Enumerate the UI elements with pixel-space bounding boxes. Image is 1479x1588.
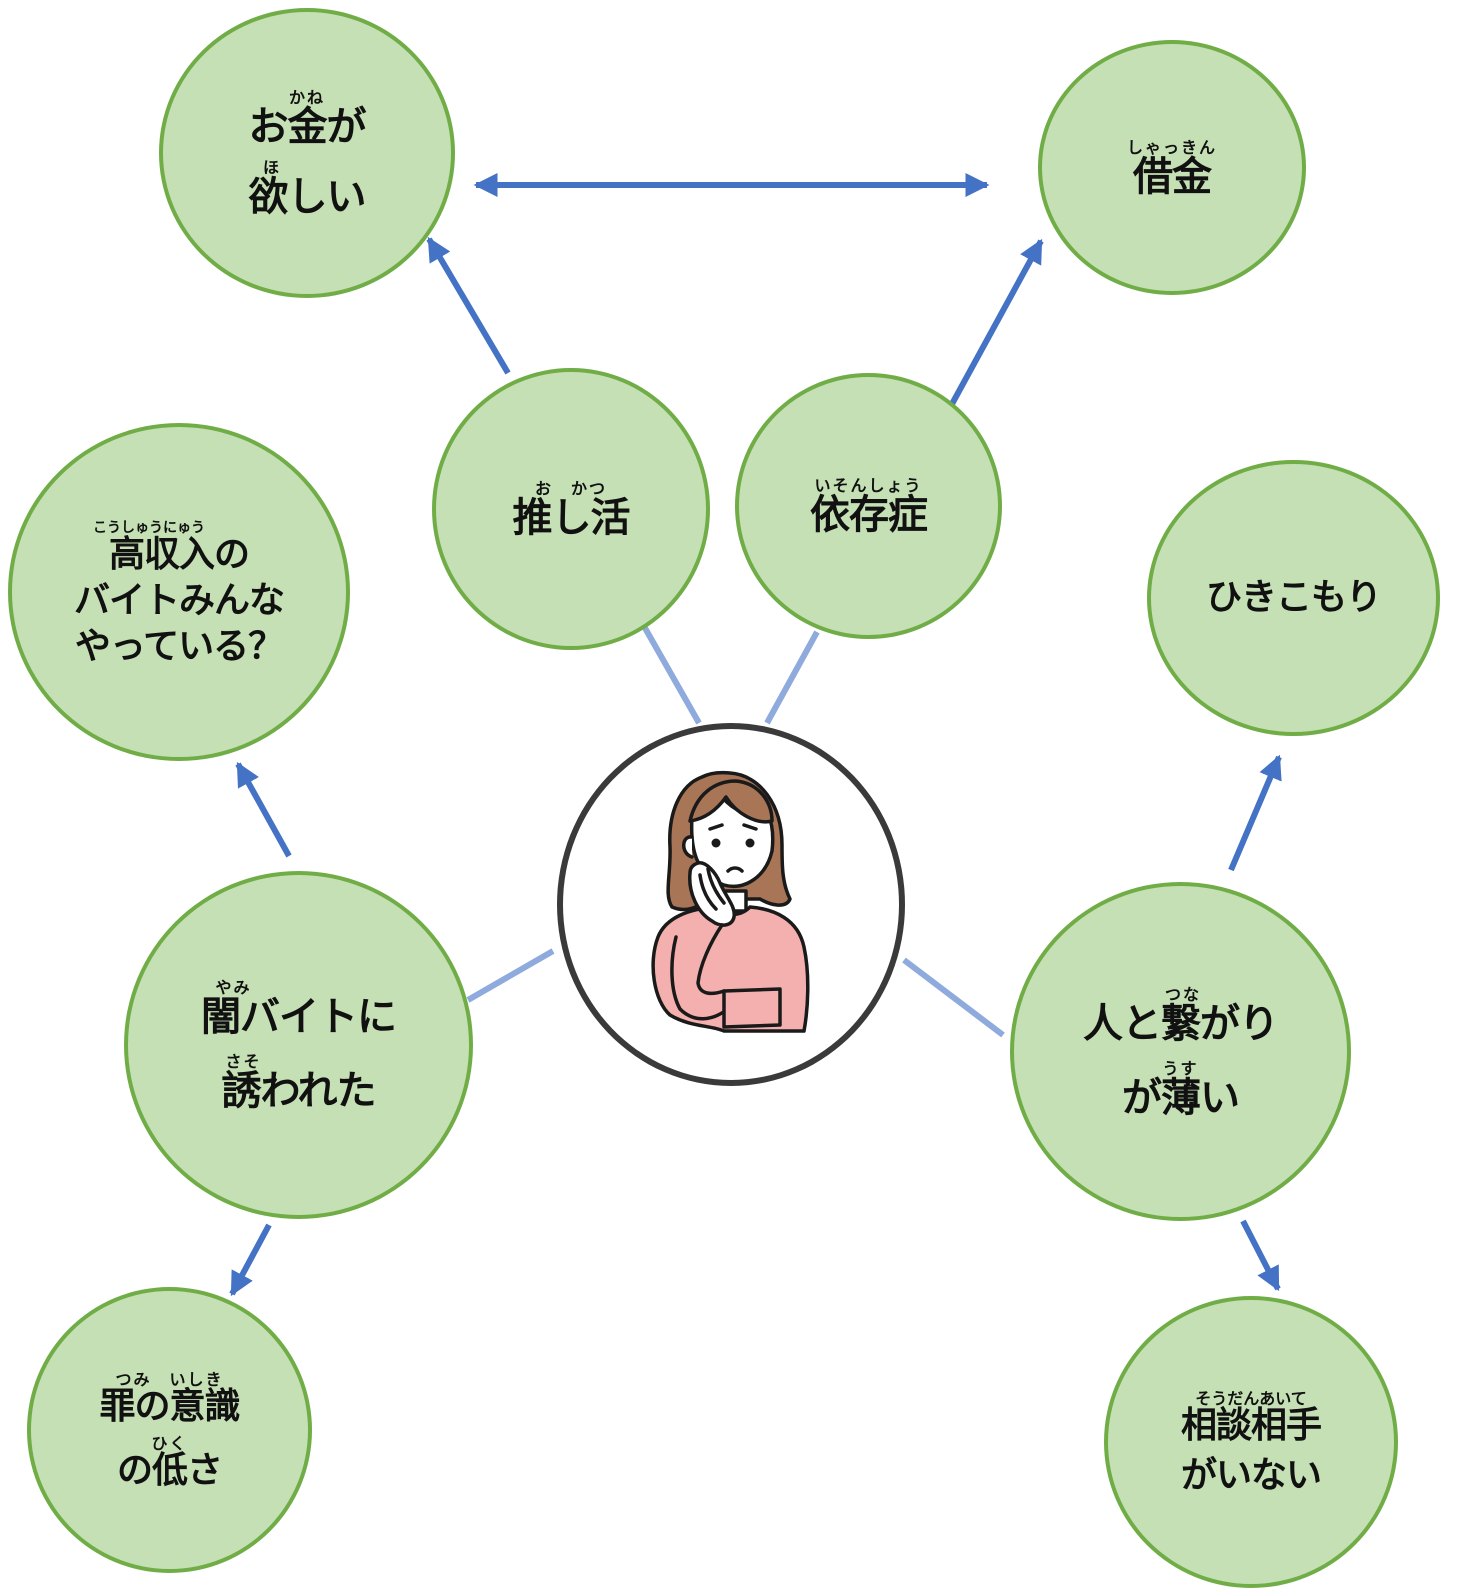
- ruby: しゃっきん: [1126, 137, 1217, 157]
- node-label-line: 借金: [1133, 153, 1212, 200]
- node-dependence: いそんしょう 依存症: [735, 373, 1002, 639]
- node-low-guilt: つみ いしき 罪の意識 ひく の低さ: [27, 1287, 312, 1573]
- ruby: お かつ: [534, 479, 607, 498]
- node-label-line: 推し活: [512, 495, 631, 541]
- node-want-money: かね お金が ほ 欲しい: [159, 8, 455, 298]
- ruby: こうしゅうにゅう: [93, 520, 205, 536]
- node-label-line: ひきこもり: [1205, 577, 1382, 618]
- node-label-line: 高収入の: [108, 534, 250, 575]
- node-label-line: が薄い: [1122, 1074, 1240, 1121]
- ruby: やみ: [215, 978, 252, 997]
- node-label-line: 人と繋がり: [1083, 1000, 1279, 1047]
- node-no-one-to-talk: そうだんあいて 相談相手 がいない: [1104, 1296, 1398, 1588]
- connector-center-dependence: [764, 630, 820, 725]
- ruby: いそんしょう: [814, 476, 923, 495]
- node-debt: しゃっきん 借金: [1038, 40, 1306, 295]
- node-label-line: やっている？: [74, 626, 284, 667]
- node-label-line: バイトみんな: [73, 580, 285, 621]
- node-label-line: 欲しい: [248, 174, 367, 220]
- node-hikikomori: ひきこもり: [1147, 460, 1440, 736]
- node-yami-baito: やみ 闇バイトに さそ 誘われた: [124, 871, 473, 1219]
- ruby: さそ: [225, 1052, 262, 1071]
- arrow-yami-baito-low-guilt: [229, 1223, 272, 1297]
- node-label-line: 誘われた: [221, 1068, 377, 1114]
- ruby: かね: [288, 88, 325, 107]
- ruby: つな: [1164, 984, 1201, 1004]
- node-label-line: 闇バイトに: [201, 994, 397, 1040]
- node-label-line: お金が: [248, 104, 367, 150]
- ruby: つみ いしき: [115, 1370, 224, 1389]
- connector-center-oshikatsu: [642, 626, 702, 725]
- node-oshikatsu: お かつ 推し活: [432, 368, 710, 650]
- node-weak-ties: つな 人と繋がり うす が薄い: [1010, 882, 1351, 1221]
- arrow-weak-ties-hikikomori: [1228, 754, 1282, 872]
- node-label-line: の低さ: [116, 1450, 223, 1491]
- ruby: ひく: [151, 1434, 188, 1453]
- connector-center-weak-ties: [902, 957, 1005, 1038]
- node-label-line: 依存症: [810, 492, 928, 538]
- node-high-income: こうしゅうにゅう 高収入の バイトみんな やっている？: [8, 423, 350, 761]
- ruby: うす: [1162, 1058, 1199, 1078]
- node-label-line: 相談相手: [1180, 1405, 1322, 1446]
- arrow-yami-baito-high-income: [235, 761, 292, 858]
- worried-woman-icon: [651, 770, 810, 1033]
- ruby: ほ: [262, 158, 281, 177]
- arrow-oshikatsu-want-money: [426, 236, 511, 375]
- arrow-dependence-debt: [949, 238, 1044, 406]
- node-label-line: 罪の意識: [99, 1386, 240, 1427]
- connector-center-yami-baito: [466, 948, 555, 1003]
- ruby: そうだんあいて: [1195, 1389, 1307, 1408]
- arrow-weak-ties-no-one: [1240, 1219, 1281, 1292]
- node-label-line: がいない: [1180, 1455, 1322, 1496]
